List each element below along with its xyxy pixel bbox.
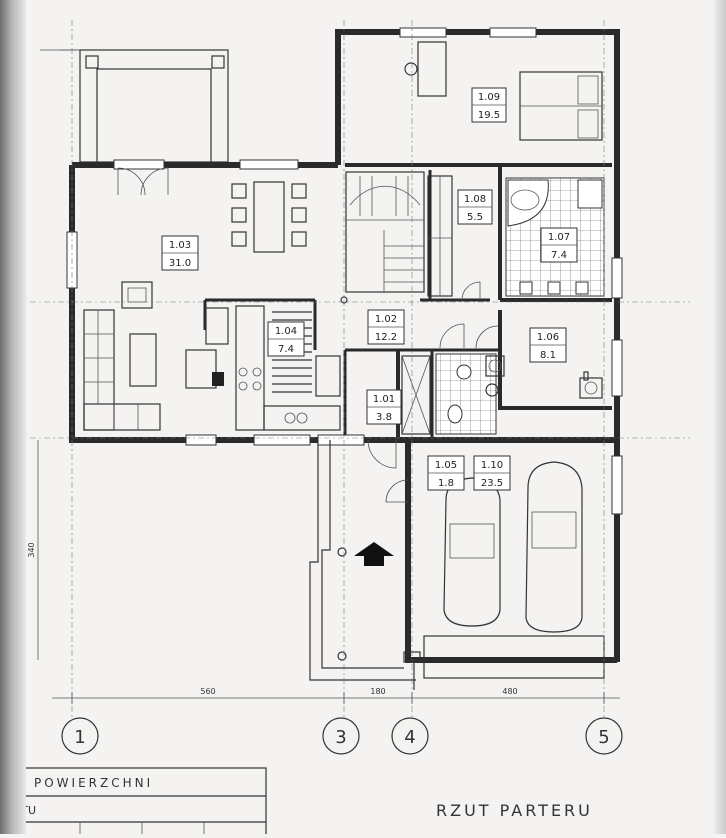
room-label-1-07: 1.07 7.4 — [540, 227, 578, 263]
room-label-1-04: 1.04 7.4 — [267, 321, 305, 357]
svg-text:7.4: 7.4 — [278, 344, 294, 355]
dining-table — [231, 181, 307, 253]
room-label-1-09: 1.09 19.5 — [471, 87, 507, 123]
scan-binding-shadow — [0, 0, 26, 834]
axis-marker-3: 3 — [322, 717, 360, 755]
table-header: POWIERZCHNI — [34, 776, 153, 790]
wc-fixtures — [401, 353, 497, 435]
garage-car-left — [443, 477, 501, 627]
svg-text:1.08: 1.08 — [464, 194, 486, 205]
axis-marker-1: 1 — [61, 717, 99, 755]
svg-text:5.5: 5.5 — [467, 212, 483, 223]
svg-text:1.02: 1.02 — [375, 314, 397, 325]
terrace-pergola — [40, 49, 229, 164]
svg-text:7.4: 7.4 — [551, 250, 567, 261]
svg-text:23.5: 23.5 — [481, 478, 503, 489]
dimension-480: 480 — [502, 687, 517, 696]
svg-text:1.09: 1.09 — [478, 92, 500, 103]
entrance-arrow — [354, 542, 394, 566]
svg-text:31.0: 31.0 — [169, 258, 191, 269]
grid-lines — [30, 20, 690, 720]
utility-fixtures — [485, 355, 603, 399]
room-label-1-10: 1.10 23.5 — [473, 455, 511, 491]
garage-door — [423, 635, 605, 679]
svg-text:19.5: 19.5 — [478, 110, 500, 121]
svg-text:3: 3 — [335, 727, 346, 748]
wardrobe — [427, 175, 453, 297]
svg-text:12.2: 12.2 — [375, 332, 397, 343]
bed — [519, 71, 603, 141]
garage-car-right — [525, 461, 583, 633]
svg-text:8.1: 8.1 — [540, 350, 556, 361]
svg-text:1.06: 1.06 — [537, 332, 559, 343]
drawing-title: RZUT PARTERU — [436, 801, 593, 820]
sofa — [83, 309, 161, 431]
entrance-porch — [309, 296, 421, 690]
interior-walls — [203, 163, 612, 440]
windows — [66, 27, 623, 515]
coffee-table — [129, 333, 157, 387]
room-label-1-01: 1.01 3.8 — [366, 389, 402, 425]
svg-text:1.03: 1.03 — [169, 240, 191, 251]
room-label-1-02: 1.02 12.2 — [367, 309, 405, 345]
desk — [404, 41, 447, 97]
axis-marker-5: 5 — [585, 717, 623, 755]
svg-text:1.04: 1.04 — [275, 326, 297, 337]
svg-text:1.07: 1.07 — [548, 232, 570, 243]
svg-text:5: 5 — [598, 727, 609, 748]
svg-text:1.05: 1.05 — [435, 460, 457, 471]
svg-text:1.01: 1.01 — [373, 394, 395, 405]
svg-text:4: 4 — [404, 727, 415, 748]
doors — [117, 167, 499, 503]
svg-text:1.8: 1.8 — [438, 478, 454, 489]
dimension-line: 560 180 480 340 — [27, 440, 620, 704]
axis-marker-4: 4 — [391, 717, 429, 755]
svg-text:RZUT PARTERU: RZUT PARTERU — [436, 801, 593, 820]
room-label-1-06: 1.06 8.1 — [529, 327, 567, 363]
dimension-180: 180 — [370, 687, 385, 696]
armchair — [121, 281, 153, 309]
dimension-340: 340 — [27, 542, 36, 557]
staircase — [345, 171, 425, 293]
room-label-1-08: 1.08 5.5 — [457, 189, 493, 225]
dimension-560: 560 — [200, 687, 215, 696]
area-table: POWIERZCHNI EKTU — [0, 767, 267, 838]
fireplace — [185, 349, 224, 389]
room-label-1-03: 1.03 31.0 — [161, 235, 199, 271]
svg-text:3.8: 3.8 — [376, 412, 392, 423]
bathroom-fixtures — [505, 177, 605, 297]
svg-text:1.10: 1.10 — [481, 460, 503, 471]
scan-edge-shadow — [712, 0, 726, 834]
svg-text:1: 1 — [74, 727, 85, 748]
room-label-1-05: 1.05 1.8 — [427, 455, 465, 491]
